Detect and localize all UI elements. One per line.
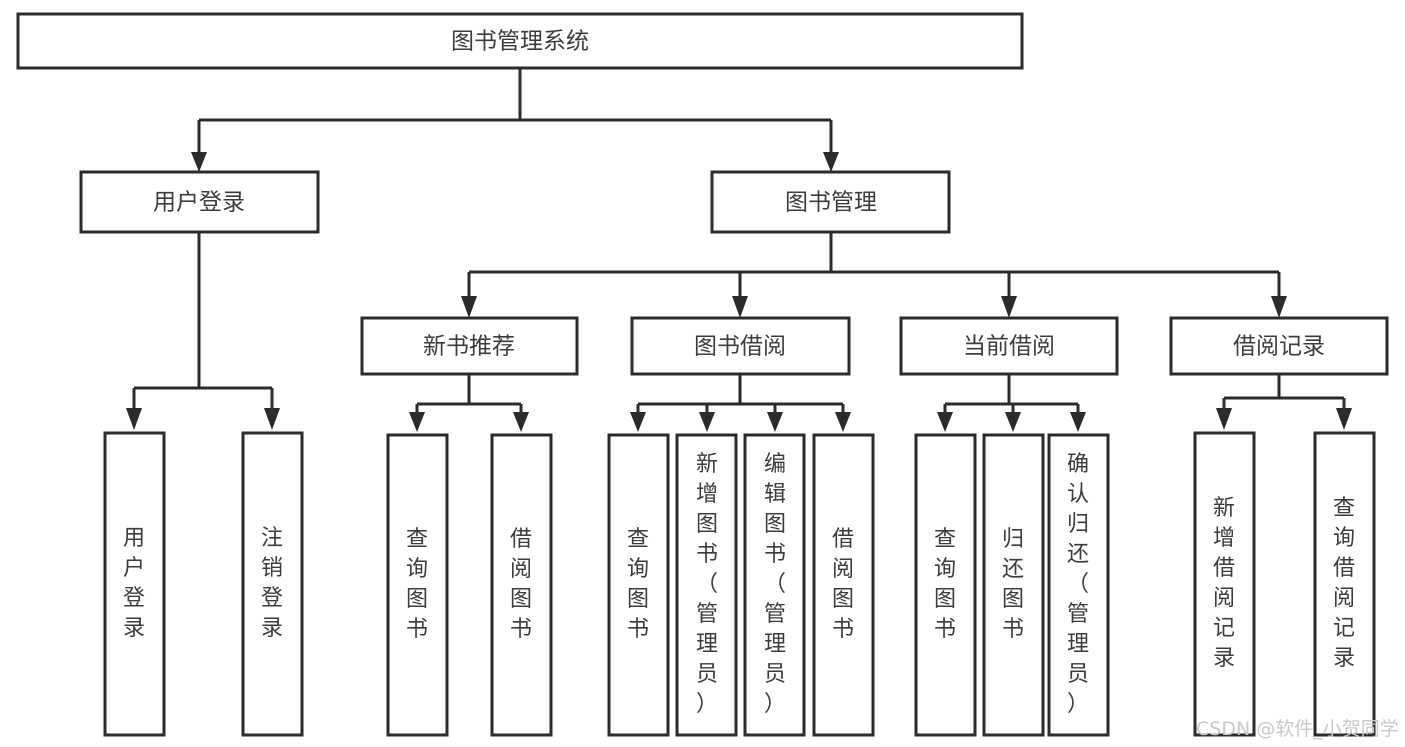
leaf-new-book-1-label: 借阅图书 [510,527,532,642]
leaf-book-borrow-2[interactable]: 编辑图书（管理员） [743,433,806,737]
node-book-management[interactable]: 图书管理 [710,170,951,234]
node-book-borrow-label: 图书借阅 [694,334,786,360]
leaf-user-login-1[interactable]: 注销登录 [241,431,304,737]
leaf-current-borrow-0-label: 查询图书 [934,527,956,642]
leaf-book-borrow-3-label: 借阅图书 [832,527,854,642]
connector-bookmgmt-to-level3 [461,232,1287,318]
leaf-current-borrow-2[interactable]: 确认归还（管理员） [1047,433,1110,737]
leaf-current-borrow-2-label: 确认归还（管理员） [1067,452,1089,717]
leaf-borrow-records-0-label: 新增借阅记录 [1213,496,1235,671]
leaf-new-book-1[interactable]: 借阅图书 [490,433,553,737]
leaf-borrow-records-1[interactable]: 查询借阅记录 [1313,431,1376,737]
leaf-borrow-records-0[interactable]: 新增借阅记录 [1193,431,1256,737]
connector-root-to-level2 [191,68,839,172]
leaf-user-login-1-label: 注销登录 [261,526,283,641]
node-book-borrow[interactable]: 图书借阅 [630,316,851,376]
leaf-new-book-0-label: 查询图书 [406,527,428,642]
node-new-book-recommend[interactable]: 新书推荐 [360,316,579,376]
leaf-book-borrow-1-label: 新增图书（管理员） [696,452,718,717]
connector-borrowrecords-to-leaves [1216,374,1352,430]
node-borrow-records-label: 借阅记录 [1233,334,1325,360]
connector-newbook-to-leaves [409,374,529,432]
leaf-new-book-0[interactable]: 查询图书 [386,433,449,737]
connector-currentborrow-to-leaves [937,374,1086,432]
leaf-current-borrow-1[interactable]: 归还图书 [982,433,1045,737]
node-new-book-recommend-label: 新书推荐 [423,334,515,360]
leaf-book-borrow-1[interactable]: 新增图书（管理员） [675,433,738,737]
connector-userlogin-to-leaves [126,232,280,430]
node-user-login[interactable]: 用户登录 [79,170,320,234]
leaf-current-borrow-1-label: 归还图书 [1002,527,1024,642]
node-root[interactable]: 图书管理系统 [16,12,1024,70]
csdn-watermark: CSDN @软件_小贺同学 [1196,718,1399,740]
node-book-management-label: 图书管理 [785,190,877,216]
leaf-book-borrow-0-label: 查询图书 [627,527,649,642]
leaf-current-borrow-0[interactable]: 查询图书 [914,433,977,737]
connector-bookborrow-to-leaves [630,374,851,432]
leaf-book-borrow-2-label: 编辑图书（管理员） [764,452,786,717]
node-current-borrow[interactable]: 当前借阅 [899,316,1119,376]
leaf-user-login-0[interactable]: 用户登录 [103,431,166,737]
leaf-book-borrow-3[interactable]: 借阅图书 [812,433,875,737]
leaf-book-borrow-0[interactable]: 查询图书 [607,433,670,737]
node-current-borrow-label: 当前借阅 [963,334,1055,360]
leaf-user-login-0-label: 用户登录 [123,526,145,641]
node-borrow-records[interactable]: 借阅记录 [1169,316,1389,376]
leaf-borrow-records-1-label: 查询借阅记录 [1333,496,1355,671]
node-user-login-label: 用户登录 [153,190,245,216]
node-root-label: 图书管理系统 [451,29,589,55]
